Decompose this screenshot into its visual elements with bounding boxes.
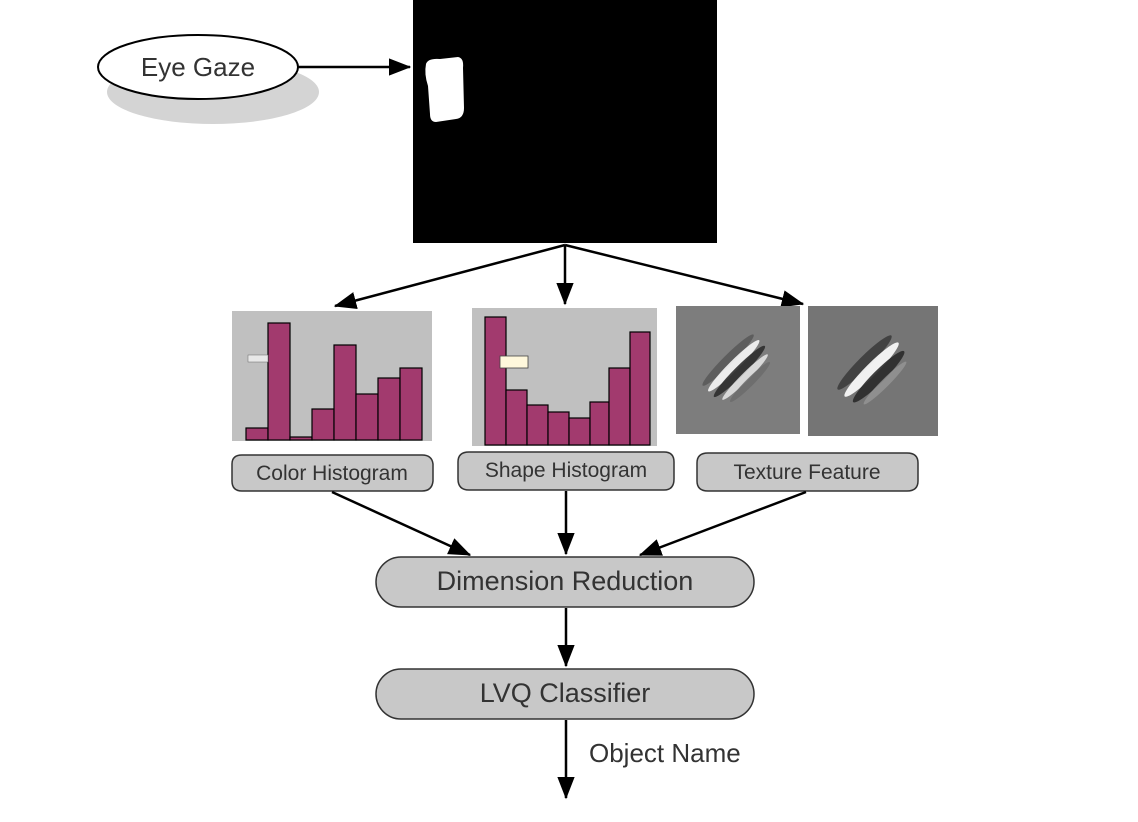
shape-hist-bar	[629, 331, 651, 446]
shape-histogram-image	[472, 308, 657, 446]
eye-gaze-label: Eye Gaze	[141, 52, 255, 82]
dimension-reduction-label: Dimension Reduction	[437, 566, 694, 596]
shape-hist-bar	[547, 411, 570, 446]
object-name-label: Object Name	[589, 738, 741, 768]
color-hist-bar	[355, 393, 379, 441]
shape-hist-bar	[608, 367, 631, 446]
shape-hist-bar	[505, 389, 528, 446]
texture-feature-capsule	[696, 452, 919, 492]
color-hist-bar	[267, 322, 291, 441]
shape-histogram-label: Shape Histogram	[485, 459, 647, 482]
gaze-region-blob	[425, 57, 464, 122]
color-histogram-image	[232, 311, 432, 441]
color-hist-bar	[399, 367, 423, 441]
gaze-mask-image	[413, 0, 717, 243]
arrow-mask-to-color	[333, 243, 566, 310]
color-hist-bar	[333, 344, 357, 441]
arrow-texture-to-dimred	[638, 490, 807, 557]
lvq-classifier-node: LVQ Classifier	[375, 668, 755, 720]
color-hist-bar	[289, 436, 313, 441]
color-histogram-capsule	[231, 454, 434, 492]
lvq-classifier-label: LVQ Classifier	[480, 678, 651, 708]
arrow-mask-to-texture	[564, 243, 805, 308]
texture-feature-label: Texture Feature	[733, 461, 880, 484]
texture-feature-node: Texture Feature	[696, 452, 919, 492]
color-hist-tooltip	[247, 354, 269, 363]
dimension-reduction-capsule	[375, 556, 755, 608]
lvq-classifier-capsule	[375, 668, 755, 720]
color-hist-bar	[311, 408, 335, 441]
arrow-color-to-dimred	[331, 490, 472, 557]
eye-gaze-node: Eye Gaze	[97, 34, 319, 124]
shape-hist-bar	[484, 316, 507, 446]
gaze-mask-background	[413, 0, 717, 243]
shape-hist-tooltip	[499, 355, 529, 369]
dimension-reduction-node: Dimension Reduction	[375, 556, 755, 608]
shape-hist-bar	[526, 404, 549, 446]
color-hist-bar	[245, 427, 269, 441]
shape-histogram-node: Shape Histogram	[457, 451, 675, 491]
color-histogram-node: Color Histogram	[231, 454, 434, 492]
shape-hist-bar	[568, 417, 591, 446]
color-hist-bar	[377, 377, 401, 441]
color-histogram-label: Color Histogram	[256, 462, 408, 485]
texture-feature-images	[676, 306, 938, 436]
shape-hist-bar	[589, 401, 610, 446]
shape-histogram-capsule	[457, 451, 675, 491]
